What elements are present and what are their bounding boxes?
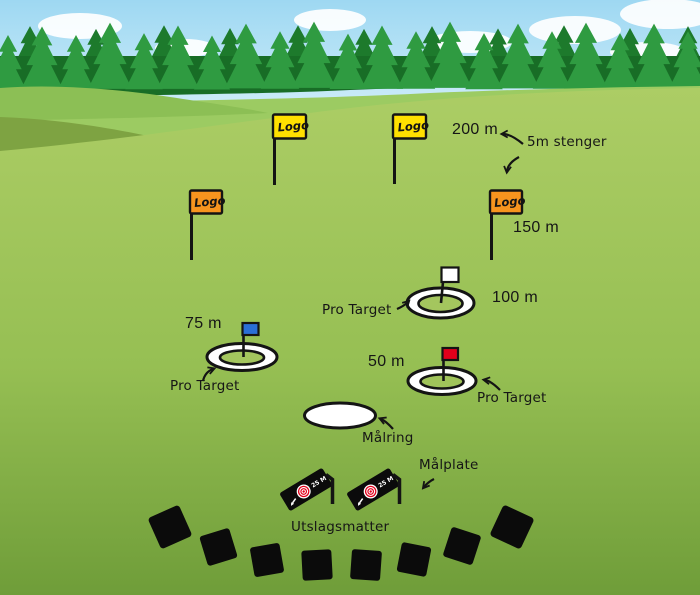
label-distance-75: 75 m <box>185 315 222 332</box>
tee-mat <box>199 528 238 566</box>
label-distance-100: 100 m <box>492 289 538 306</box>
arrow-to-ring-75 <box>201 369 213 382</box>
stanchion-flag-150-right: Logo <box>488 189 527 260</box>
label-distance-50: 50 m <box>368 353 405 370</box>
stanchion-flag-200-left: Logo <box>271 113 310 185</box>
main-field <box>0 88 700 595</box>
pro-target-ring-75 <box>205 321 279 372</box>
red-flag <box>441 346 460 362</box>
stanchion-flag-150-left: Logo <box>188 189 227 260</box>
target-plate-2: 25 M <box>347 468 399 511</box>
target-plate-1: 25 M <box>280 468 332 511</box>
plate-stand-2 <box>391 473 402 504</box>
arrow-to-maalplate <box>424 478 435 487</box>
label-utslagsmatter: Utslagsmatter <box>291 519 390 535</box>
tee-mat <box>350 549 382 581</box>
label-pro-target-75: Pro Target <box>170 378 240 394</box>
plate-arrow-icon <box>357 498 364 506</box>
tee-mats <box>148 505 534 581</box>
tee-mat <box>148 505 192 549</box>
label-maalring: Målring <box>362 430 414 446</box>
flag-logo-text: Logo <box>194 193 227 210</box>
arrow-to-200m <box>503 134 524 145</box>
flag-logo-text: Logo <box>397 118 430 135</box>
tee-mat <box>301 549 333 581</box>
left-hill <box>0 86 268 121</box>
bullseye-icon <box>363 484 378 499</box>
hill-shadow <box>0 117 148 153</box>
tee-mat <box>490 505 534 549</box>
flag-logo-text: Logo <box>494 193 527 210</box>
tee-mat <box>250 543 284 577</box>
arrow-to-maalring <box>381 419 394 430</box>
arrow-to-150m-flag <box>507 156 520 171</box>
blue-flag <box>241 321 260 337</box>
label-distance-200: 200 m <box>452 121 498 138</box>
annotation-arrows <box>201 134 524 487</box>
pro-target-ring-50 <box>406 346 478 396</box>
label-pro-target-50: Pro Target <box>477 390 547 406</box>
plate-stand-1 <box>324 473 335 504</box>
plate-arrow-icon <box>290 498 297 506</box>
flag-logo-text: Logo <box>277 118 310 135</box>
tee-mat <box>396 542 432 577</box>
label-pro-target-100: Pro Target <box>322 302 392 318</box>
white-flag <box>440 266 460 284</box>
arrow-to-ring-100 <box>396 302 408 311</box>
tee-mat <box>443 527 481 565</box>
label-5m-stenger: 5m stenger <box>527 134 607 150</box>
label-maalplate: Målplate <box>419 457 479 473</box>
bullseye-icon <box>296 484 311 499</box>
label-distance-150: 150 m <box>513 219 559 236</box>
stanchion-flag-200-right: Logo <box>391 113 430 184</box>
maalring-ellipse <box>303 401 377 430</box>
arrow-to-ring-50 <box>485 380 501 391</box>
